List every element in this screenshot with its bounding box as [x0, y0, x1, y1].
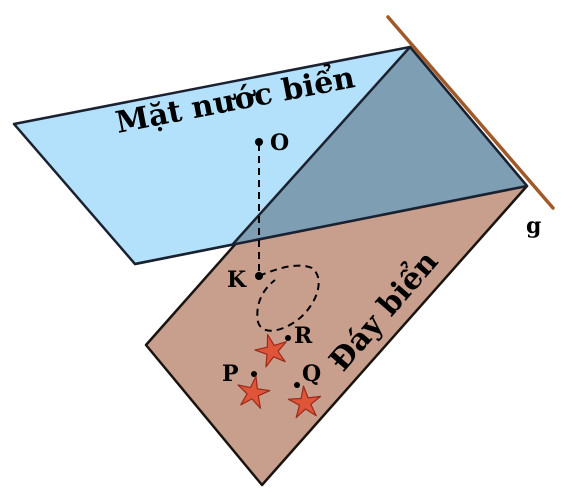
point-Q: [294, 382, 300, 388]
point-K: [255, 272, 263, 280]
starfish-icon: [254, 334, 287, 368]
starfish-icon: [237, 375, 271, 409]
point-P: [251, 371, 257, 377]
point-O: [255, 138, 263, 146]
point-Q-label: Q: [302, 361, 321, 387]
point-R: [285, 335, 291, 341]
point-R-label: R: [294, 323, 313, 349]
water-surface-edge-right: [409, 46, 528, 187]
line-g: [386, 15, 555, 210]
dashed-loop: [256, 264, 320, 332]
line-g-label: g: [526, 213, 541, 239]
overlap-region: [233, 47, 527, 244]
starfish-icon: [287, 385, 322, 419]
point-P-label: P: [222, 361, 239, 387]
seabed-edge-under-water: [232, 46, 411, 245]
point-O-label: O: [270, 130, 289, 156]
starfish-group: [237, 334, 322, 419]
water-surface-edge-bottom: [134, 184, 528, 266]
point-K-label: K: [227, 267, 247, 293]
